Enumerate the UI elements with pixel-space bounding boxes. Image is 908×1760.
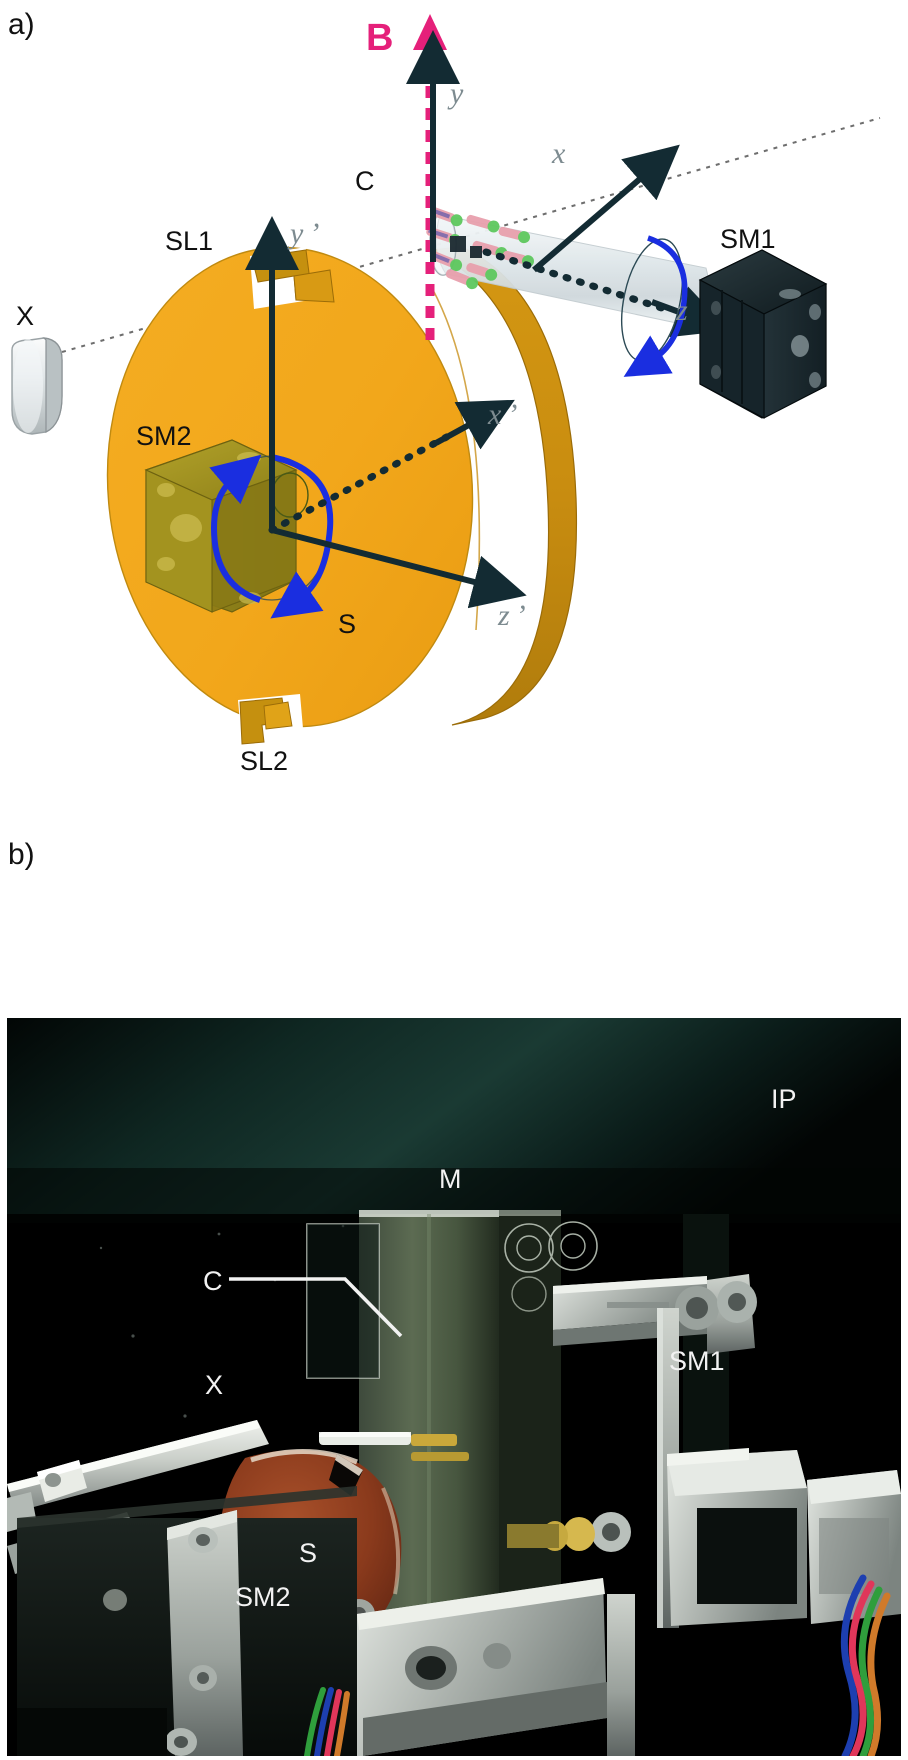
label-slit1: SL1	[165, 226, 213, 256]
stepper-motor-1-photo	[507, 1448, 901, 1626]
label-sample-disc-b: S	[299, 1538, 317, 1568]
axis-label-y-prime: y ’	[287, 217, 319, 250]
wire-bundle-right	[840, 1574, 891, 1756]
leader-line-capillary	[229, 1277, 403, 1338]
capillary-icon	[426, 207, 730, 377]
panel-a-schematic: a)	[0, 0, 908, 830]
label-image-plate: IP	[771, 1084, 797, 1114]
panel-b-label: b)	[8, 838, 35, 871]
label-sample-disc-a: S	[338, 609, 356, 639]
label-stepper-motor-1-a: SM1	[720, 224, 776, 254]
stepper-motor-2-photo	[17, 1486, 357, 1756]
xray-source-icon	[11, 337, 63, 435]
wire-bundle-centre	[304, 1687, 350, 1756]
capillary-photo	[319, 1432, 469, 1461]
axis-label-x-prime: x ’	[487, 398, 517, 431]
label-stepper-motor-2-b: SM2	[235, 1582, 291, 1612]
axis-label-y: y	[447, 77, 464, 110]
label-stepper-motor-2-a: SM2	[136, 421, 192, 451]
axis-label-z: z	[675, 294, 688, 327]
label-magnet: M	[439, 1164, 462, 1194]
stepper-motor-1-icon	[698, 249, 828, 419]
photograph-svg: IP M C X S SM1 SM2	[7, 1018, 901, 1756]
axis-label-z-prime: z ’	[497, 599, 526, 632]
label-slit2: SL2	[240, 746, 288, 776]
axes-primed	[245, 216, 527, 609]
panel-b-photograph: IP M C X S SM1 SM2	[7, 1018, 901, 1756]
mounting-rail-upper	[553, 1274, 757, 1354]
axes-lab	[406, 30, 680, 273]
label-xray-source-a: X	[16, 301, 34, 331]
axis-label-x: x	[551, 137, 566, 170]
label-stepper-motor-1-b: SM1	[669, 1346, 725, 1376]
schematic-svg: X SL1 SL2 C S SM1 SM2 B y x z y ’ x ’ z …	[11, 14, 881, 776]
base-plate	[357, 1578, 635, 1756]
label-capillary-a: C	[355, 166, 375, 196]
label-xray-source-b: X	[205, 1370, 223, 1400]
label-capillary-b: C	[203, 1266, 223, 1296]
panel-a-label: a)	[8, 8, 35, 41]
rotation-arrow-sample	[209, 454, 334, 619]
label-magnetic-field: B	[366, 17, 393, 59]
